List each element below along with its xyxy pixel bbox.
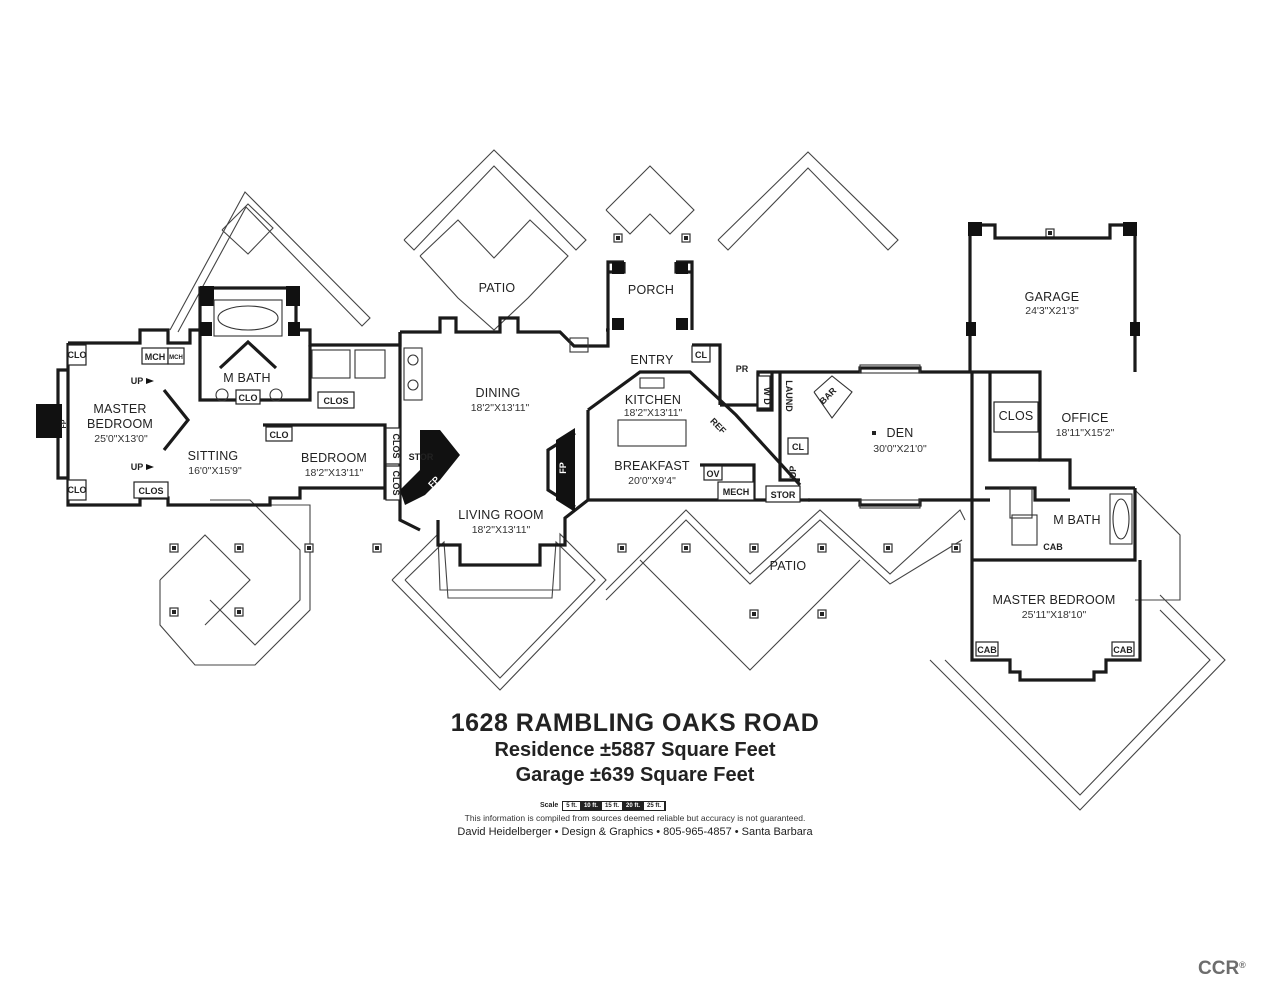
clos-label-5: CLOS [999,409,1034,423]
up-label-2: UP [131,462,144,472]
clos-label-2: CLOS [323,396,348,406]
title-block: 1628 RAMBLING OAKS ROAD Residence ±5887 … [380,708,890,788]
scale-segment-4: 20 ft. [623,801,645,810]
scale-segment-2: 10 ft. [580,801,602,810]
fp-label-west: FP [61,419,68,428]
living-room-dim: 18'2"X13'11" [472,524,531,536]
dining-dim: 18'2"X13'11" [471,402,530,414]
garage-dim: 24'3"X21'3" [1025,305,1079,317]
clo-label-1: CLO [68,350,87,360]
clos-label-1: CLOS [138,486,163,496]
porch-label: PORCH [628,283,674,297]
room-labels: MASTER BEDROOM 25'0"X13'0" SITTING 16'0"… [87,281,1115,621]
breakfast-label: BREAKFAST [614,459,690,473]
scale-segment-3: 15 ft. [602,801,623,810]
mch-label-1: MCH [145,352,166,362]
w-label: W D [762,387,772,405]
master-bedroom-west-label-2: BEDROOM [87,417,153,431]
up-label-1: UP [131,376,144,386]
kitchen-label: KITCHEN [625,393,681,407]
posts [169,228,1055,619]
bedroom-label: BEDROOM [301,451,367,465]
brand-name: CCR [1198,958,1240,979]
bar-label: BAR [817,385,838,406]
stor-label-2: STOR [771,490,796,500]
cab-label-2: CAB [977,645,997,655]
bedroom-dim: 18'2"X13'11" [305,467,364,479]
garage-label: GARAGE [1025,290,1080,304]
laund-label: LAUND [784,380,794,412]
clo-label-3: CLO [239,393,258,403]
pr-label: PR [736,364,749,374]
clo-label-2: CLO [68,485,87,495]
stor-label-1: STOR [409,452,434,462]
cl-label-2: CL [792,442,804,452]
garage-area: Garage ±639 Square Feet [515,764,755,786]
ref-label: REF [708,416,728,436]
master-bedroom-east-label: MASTER BEDROOM [993,593,1116,607]
breakfast-dim: 20'0"X9'4" [628,475,676,487]
terrace-outlines [159,149,1226,811]
m-bath-west-label: M BATH [223,371,271,385]
cab-label-1: CAB [1043,542,1063,552]
disclaimer: This information is compiled from source… [464,813,806,823]
cl-label-1: CL [695,350,707,360]
designer-credit: David Heidelberger • Design & Graphics •… [457,826,813,838]
mch-label-2: MCH [169,355,183,361]
office-dim: 18'11"X15'2" [1056,427,1115,439]
up-arrow-icon-1 [146,378,154,384]
clo-label-4: CLO [270,430,289,440]
scale-segments: 5 ft. 10 ft. 15 ft. 20 ft. 25 ft. [562,800,667,811]
mech-label: MECH [723,487,750,497]
clos-label-3: CLOS [391,433,401,458]
den-label: DEN [887,426,914,440]
brand-logo: CCR® [1198,958,1246,980]
ov-label: OV [706,469,719,479]
master-bedroom-west-dim: 25'0"X13'0" [94,433,148,445]
registered-mark: ® [1239,960,1246,970]
scale-bar: Scale 5 ft. 10 ft. 15 ft. 20 ft. 25 ft. [540,800,667,811]
sitting-label: SITTING [188,449,239,463]
kitchen-dim: 18'2"X13'11" [624,407,683,419]
living-room-label: LIVING ROOM [458,508,544,522]
fixtures [213,299,1133,546]
up-arrow-icon-2 [146,464,154,470]
up-label-3: UP [788,466,798,479]
patio-north-label: PATIO [479,281,516,295]
solid-elements [36,222,1140,512]
patio-south-label: PATIO [770,559,807,573]
fp-label-breakfast: FP [558,462,568,474]
den-dim: 30'0"X21'0" [873,443,927,455]
cab-label-3: CAB [1113,645,1133,655]
residence-area: Residence ±5887 Square Feet [494,739,776,761]
m-bath-east-label: M BATH [1053,513,1101,527]
dining-label: DINING [476,386,521,400]
scale-segment-1: 5 ft. [563,801,581,810]
clos-label-4: CLOS [391,470,401,495]
scale-label: Scale [540,802,559,809]
exterior-walls [56,223,1142,682]
property-address: 1628 RAMBLING OAKS ROAD [450,709,820,737]
entry-label: ENTRY [630,353,674,367]
office-label: OFFICE [1061,411,1108,425]
scale-segment-5: 25 ft. [644,801,666,810]
sitting-dim: 16'0"X15'9" [188,465,242,477]
master-bedroom-west-label-1: MASTER [93,402,146,416]
master-bedroom-east-dim: 25'11"X18'10" [1022,609,1087,621]
